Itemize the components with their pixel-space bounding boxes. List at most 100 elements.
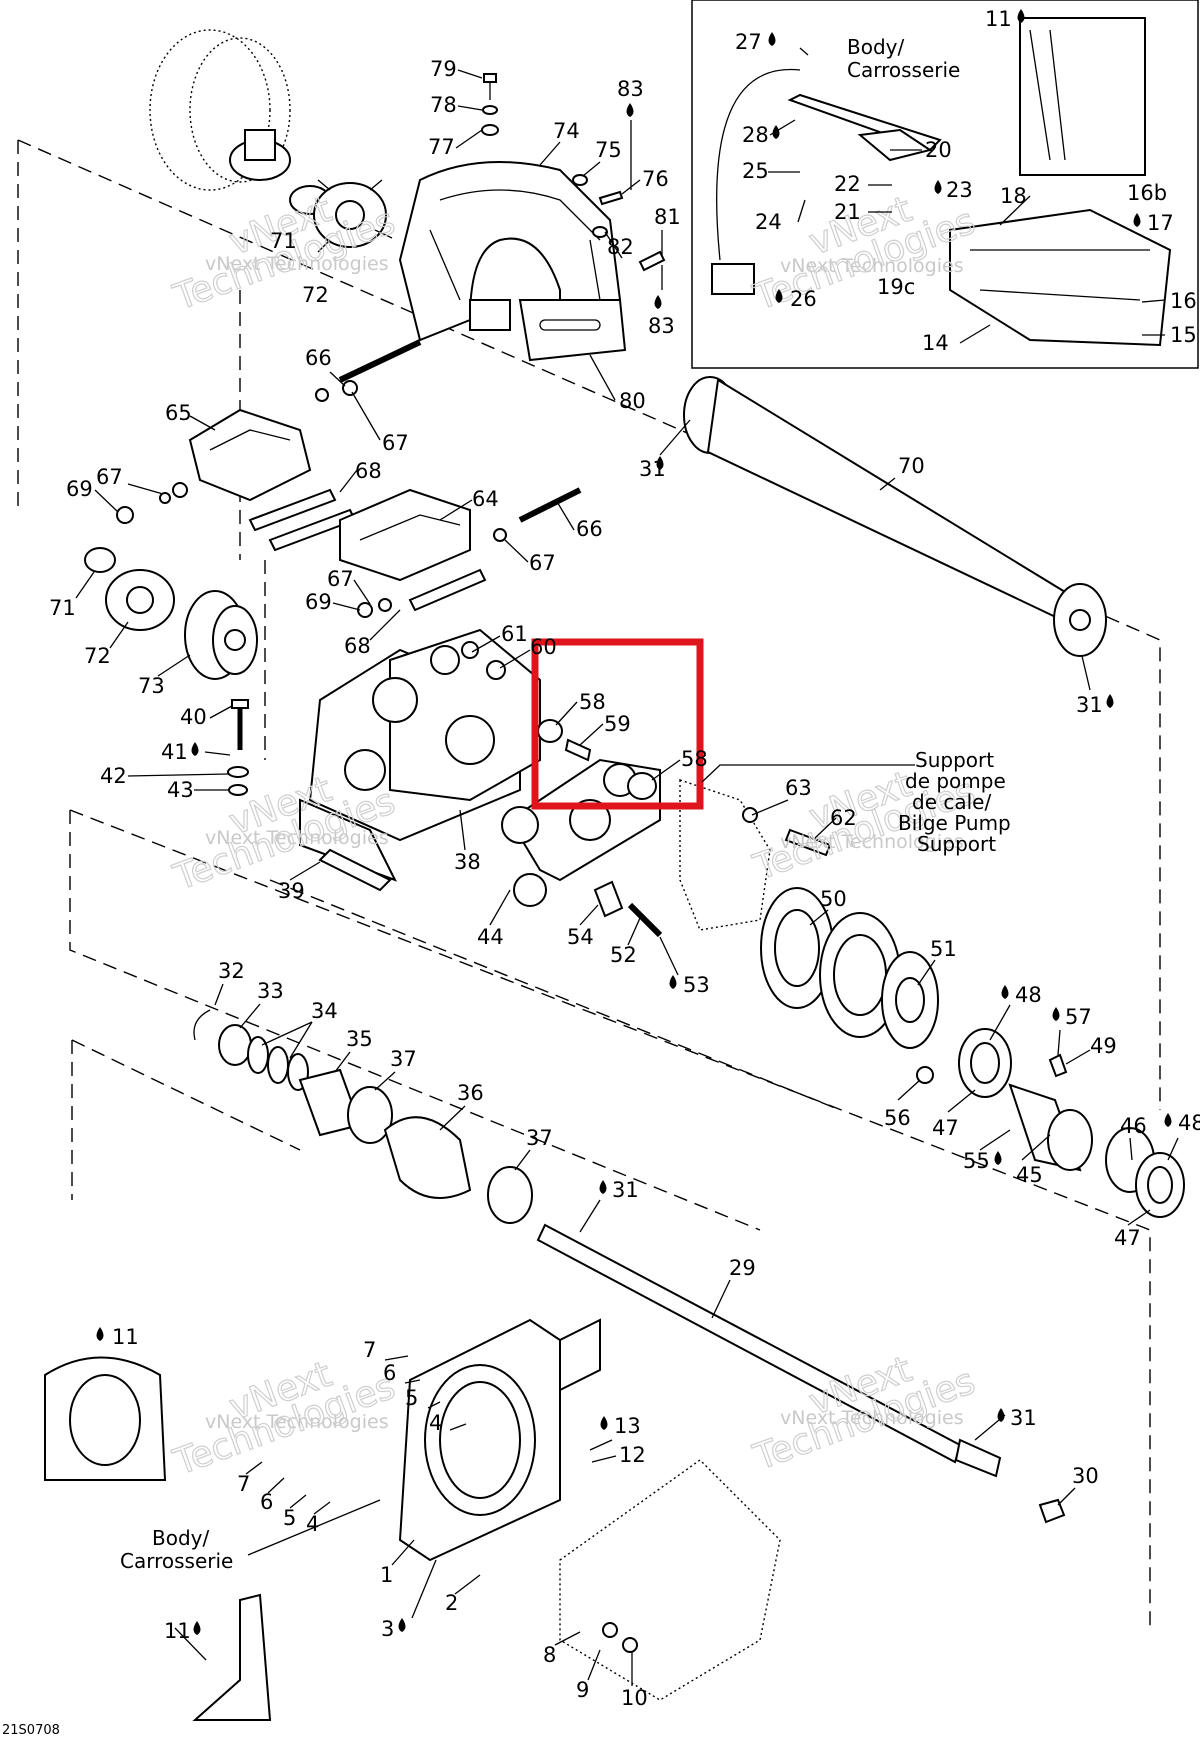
callout-c43: 43 xyxy=(167,778,194,802)
callout-c31a: 31 xyxy=(612,1178,639,1202)
callout-c71b: 71 xyxy=(49,596,76,620)
note-line: de cale/ xyxy=(912,790,991,814)
callout-c20: 20 xyxy=(925,138,952,162)
note-line: Bilge Pump xyxy=(898,811,1011,835)
drop-icon xyxy=(96,1327,104,1341)
drop-icon xyxy=(600,1416,608,1430)
callout-c72a: 72 xyxy=(302,283,329,307)
watermark-text: vNext Technologies xyxy=(205,827,389,849)
callout-c72b: 72 xyxy=(84,644,111,668)
callout-c47b: 47 xyxy=(1114,1226,1141,1250)
callout-c17: 17 xyxy=(1147,211,1174,235)
callout-c32: 32 xyxy=(218,959,245,983)
callout-c63: 63 xyxy=(785,776,812,800)
callout-c48a: 48 xyxy=(1015,983,1042,1007)
drop-icon xyxy=(599,1180,607,1194)
callout-c9: 9 xyxy=(576,1678,589,1702)
callout-c61: 61 xyxy=(501,622,528,646)
coupler-lower xyxy=(84,547,258,680)
watermark-text: vNext Technologies xyxy=(780,1407,964,1429)
callout-c28: 28 xyxy=(742,123,769,147)
callout-c51: 51 xyxy=(930,937,957,961)
callout-c11a: 11 xyxy=(112,1325,139,1349)
callout-c7b: 7 xyxy=(237,1472,250,1496)
callout-c3: 3 xyxy=(381,1617,394,1641)
callout-c24: 24 xyxy=(755,210,782,234)
callout-c29: 29 xyxy=(729,1256,756,1280)
watermark-text: vNext Technologies xyxy=(780,255,964,277)
callout-c36: 36 xyxy=(457,1081,484,1105)
callout-c15: 15 xyxy=(1170,323,1197,347)
callout-c34: 34 xyxy=(311,999,338,1023)
callout-c78: 78 xyxy=(430,93,457,117)
callout-c25: 25 xyxy=(742,159,769,183)
figure-code: 21S0708 xyxy=(2,1723,60,1738)
callout-c67a: 67 xyxy=(382,431,409,455)
leader-lines xyxy=(75,47,1179,1686)
callout-c6b: 6 xyxy=(260,1490,273,1514)
callout-c26: 26 xyxy=(790,287,817,311)
callout-c1: 1 xyxy=(380,1563,393,1587)
callout-c40: 40 xyxy=(180,705,207,729)
callout-c13: 13 xyxy=(614,1414,641,1438)
callout-c33: 33 xyxy=(257,979,284,1003)
callout-c18: 18 xyxy=(1000,184,1027,208)
callout-c73: 73 xyxy=(138,674,165,698)
callout-c48b: 48 xyxy=(1178,1111,1200,1135)
drop-icon xyxy=(656,456,664,470)
watermark-text: vNext Technologies xyxy=(205,253,389,275)
callout-c68b: 68 xyxy=(344,634,371,658)
callout-c6a: 6 xyxy=(383,1361,396,1385)
callout-c52: 52 xyxy=(610,943,637,967)
callout-c54: 54 xyxy=(567,925,594,949)
callout-c47a: 47 xyxy=(932,1116,959,1140)
callout-c56: 56 xyxy=(884,1106,911,1130)
callout-c83a: 83 xyxy=(617,77,644,101)
drop-icon xyxy=(1133,213,1141,227)
callout-c69a: 69 xyxy=(66,477,93,501)
guard-fasteners xyxy=(481,73,666,272)
callout-c66a: 66 xyxy=(305,346,332,370)
callout-c83b: 83 xyxy=(648,314,675,338)
callout-c42: 42 xyxy=(100,764,127,788)
bushings-58-59 xyxy=(537,719,657,800)
callout-c35: 35 xyxy=(346,1027,373,1051)
callout-c49: 49 xyxy=(1090,1034,1117,1058)
callout-c38: 38 xyxy=(454,850,481,874)
callout-c10: 10 xyxy=(621,1686,648,1710)
callout-c22: 22 xyxy=(834,172,861,196)
drop-icon xyxy=(1017,9,1025,23)
callout-c76: 76 xyxy=(642,167,669,191)
note-line: de pompe xyxy=(905,769,1006,793)
callout-c77: 77 xyxy=(428,135,455,159)
callout-c19: 19c xyxy=(877,275,915,299)
callout-c68a: 68 xyxy=(355,459,382,483)
callout-c55: 55 xyxy=(963,1149,990,1173)
callout-c80: 80 xyxy=(619,389,646,413)
callout-c16b: 16b xyxy=(1127,181,1167,205)
drop-icon xyxy=(934,180,942,194)
pump-support-38 xyxy=(299,628,541,892)
callout-c2: 2 xyxy=(445,1591,458,1615)
callout-c67b: 67 xyxy=(96,465,123,489)
callout-c58b: 58 xyxy=(681,747,708,771)
callout-c37a: 37 xyxy=(390,1047,417,1071)
driveshaft-70 xyxy=(683,376,1107,657)
note-line: Body/ xyxy=(152,1526,209,1550)
callout-c79: 79 xyxy=(430,57,457,81)
drop-icon xyxy=(654,295,662,309)
callout-c66b: 66 xyxy=(576,517,603,541)
callout-c45: 45 xyxy=(1016,1163,1043,1187)
bilge-pump-support xyxy=(679,779,832,931)
callout-c65: 65 xyxy=(165,401,192,425)
drop-icon xyxy=(994,1151,1002,1165)
seal-housing-assembly xyxy=(958,1028,1185,1218)
callout-c31d: 31 xyxy=(1010,1406,1037,1430)
callout-c37b: 37 xyxy=(526,1126,553,1150)
callout-c41: 41 xyxy=(161,740,188,764)
driveshaft-29 xyxy=(536,1223,1066,1524)
callout-c21: 21 xyxy=(834,200,861,224)
drop-icon xyxy=(193,1621,201,1635)
callout-c64: 64 xyxy=(472,487,499,511)
